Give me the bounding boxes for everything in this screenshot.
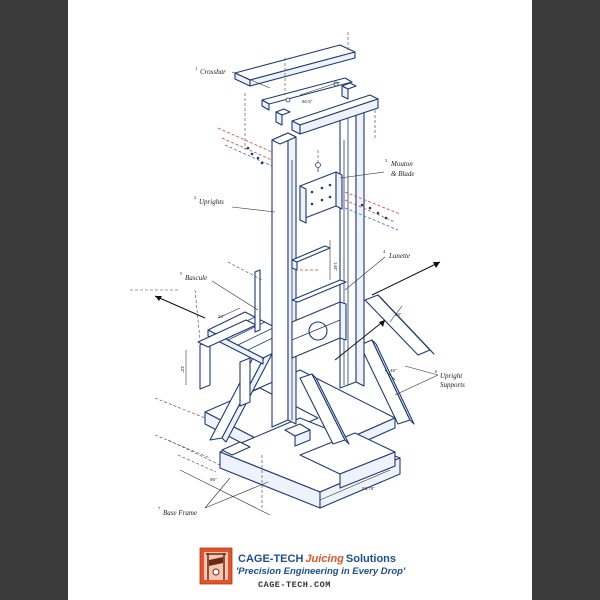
dim-crossbar: 60.5" (302, 99, 313, 104)
base-number: 7 (158, 506, 161, 511)
right-margin (532, 0, 600, 600)
lunette-number: 4 (383, 249, 386, 254)
brand-juicing: Juicing (305, 553, 344, 565)
uprights-number: 2 (194, 195, 196, 200)
supports-label-2: Supports (440, 381, 465, 389)
lunette-label: Lunette (388, 252, 410, 260)
brand-website[interactable]: CAGE-TECH.COM (258, 580, 331, 590)
mouton-label-2: & Blade (391, 170, 415, 178)
bascule-label: Bascule (185, 274, 207, 282)
base-label: Base Frame (163, 509, 197, 517)
left-margin (0, 0, 68, 600)
exploded-guides (130, 32, 401, 510)
supports-label: Upright (440, 372, 463, 380)
mouton-label: Mouton (390, 160, 413, 168)
dimension-lines (179, 81, 403, 516)
dim-support-1: 50" (395, 312, 402, 317)
dim-bascule-width: 24" (218, 314, 225, 319)
dim-base-length: 96" (210, 477, 217, 482)
bascule-number: 5 (180, 271, 183, 276)
component-labels: 1 Crossbar 3 Mouton & Blade 2 Uprights 4… (158, 66, 465, 517)
crossbar-number: 1 (195, 66, 197, 71)
dimension-labels: 60.5" 144" 24" 33" 50" 45" 96" 58.75" (180, 99, 402, 491)
brand-solutions: Solutions (346, 553, 396, 565)
crossbar-label: Crossbar (200, 68, 226, 76)
dim-bascule-height: 33" (180, 366, 185, 373)
leader-lines (204, 71, 439, 509)
dim-support-2: 45" (390, 368, 397, 373)
crossbar (234, 44, 379, 135)
mouton-number: 3 (385, 158, 388, 163)
installation-arrows (154, 261, 441, 361)
dim-base-width: 58.75" (362, 486, 375, 491)
uprights-label: Uprights (199, 198, 224, 206)
brand-name: CAGE-TECH (238, 553, 303, 565)
lunette (291, 245, 347, 359)
brand-tagline: 'Precision Engineering in Every Drop' (236, 566, 406, 577)
mouton-blade (299, 162, 343, 224)
guillotine-logo-icon (199, 547, 233, 585)
supports-number: 6 (435, 369, 438, 374)
dim-upright: 144" (333, 262, 338, 272)
